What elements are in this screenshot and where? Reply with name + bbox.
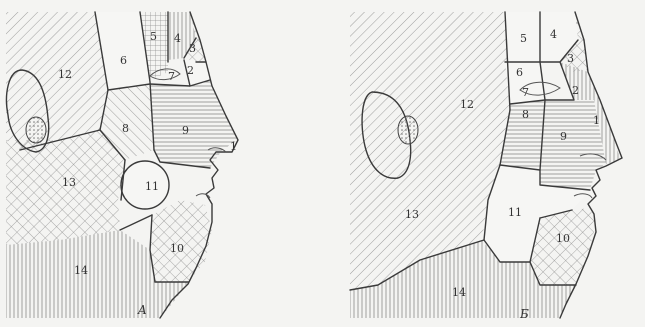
panel-b: 5 4 3 2 6 7 8 1 9 12 13 11 10 14 Б bbox=[350, 12, 622, 321]
label-a-4: 4 bbox=[174, 32, 181, 45]
label-b-8: 8 bbox=[522, 108, 529, 121]
label-a-3: 3 bbox=[189, 42, 196, 55]
label-a-2: 2 bbox=[187, 64, 194, 77]
label-a-7: 7 bbox=[168, 70, 175, 83]
label-a-1: 1 bbox=[230, 140, 237, 153]
caption-b: Б bbox=[519, 307, 529, 321]
label-b-10: 10 bbox=[556, 232, 570, 245]
label-b-6: 6 bbox=[516, 66, 523, 79]
label-a-14: 14 bbox=[74, 264, 88, 277]
label-a-10: 10 bbox=[170, 242, 184, 255]
label-a-9: 9 bbox=[182, 124, 189, 137]
label-a-6: 6 bbox=[120, 54, 127, 67]
label-b-2: 2 bbox=[572, 84, 579, 97]
label-b-4: 4 bbox=[550, 28, 557, 41]
label-a-8: 8 bbox=[122, 122, 129, 135]
zone-a-10 bbox=[150, 200, 212, 282]
label-b-7: 7 bbox=[522, 86, 529, 99]
caption-a: A bbox=[137, 303, 147, 317]
label-a-11: 11 bbox=[145, 180, 159, 193]
label-b-11: 11 bbox=[508, 206, 522, 219]
label-a-13: 13 bbox=[62, 176, 76, 189]
label-b-14: 14 bbox=[452, 286, 466, 299]
panel-a: 5 4 3 2 6 7 12 8 9 1 13 11 10 14 A bbox=[6, 12, 238, 318]
label-b-13: 13 bbox=[405, 208, 419, 221]
label-b-3: 3 bbox=[567, 52, 574, 65]
zone-a-9 bbox=[150, 80, 238, 168]
label-a-12: 12 bbox=[58, 68, 72, 81]
zone-a-12 bbox=[6, 12, 108, 150]
label-a-5: 5 bbox=[150, 30, 157, 43]
label-b-9: 9 bbox=[560, 130, 567, 143]
label-b-5: 5 bbox=[520, 32, 527, 45]
ear-canal-b bbox=[398, 116, 418, 144]
ear-canal-a bbox=[26, 117, 46, 143]
label-b-1: 1 bbox=[593, 114, 600, 127]
label-b-12: 12 bbox=[460, 98, 474, 111]
